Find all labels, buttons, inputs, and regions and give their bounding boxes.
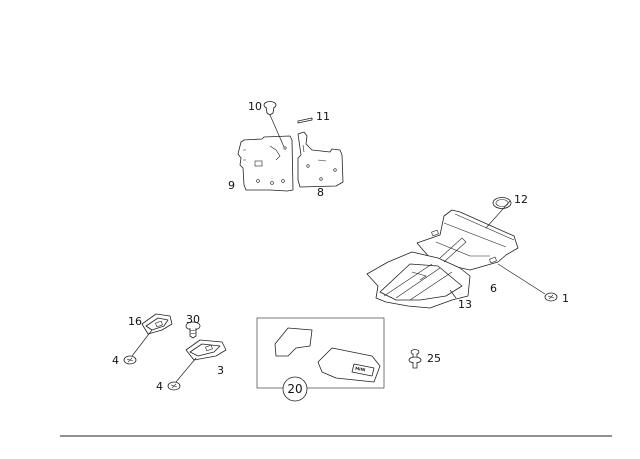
floor-mat-set-box: MINI [256,317,385,389]
callout-4-lower: 4 [156,380,163,393]
callout-16: 16 [128,315,142,328]
mat-logo-lettering: MINI [355,366,367,373]
callout-10: 10 [248,100,262,113]
leader-4-lower [175,357,197,383]
callout-11: 11 [316,110,330,123]
mounting-bracket-upper [141,313,173,335]
callout-12: 12 [514,193,528,206]
leader-1 [497,263,546,295]
rubber-plug-right [544,292,558,302]
callout-20: 20 [287,382,302,396]
leader-4-upper [131,329,153,357]
callout-30: 30 [186,313,200,326]
push-clip [263,101,277,116]
callout-4-upper: 4 [112,354,119,367]
mounting-bracket-lower [185,339,227,361]
leader-12 [485,200,511,229]
screw-fastener-30 [185,321,201,339]
callout-6: 6 [490,282,497,295]
retaining-pin [297,117,313,124]
floor-panel-front [366,237,471,309]
callout-9: 9 [228,179,235,192]
side-panel-left [237,135,294,192]
callout-circle-20 [282,376,308,402]
leader-10 [269,114,285,148]
rubber-plug-4-lower [167,381,181,391]
callout-1: 1 [562,292,569,305]
callout-13: 13 [458,298,472,311]
rubber-plug-4-upper [123,355,137,365]
callout-8: 8 [317,186,324,199]
callout-25: 25 [427,352,441,365]
bolt-25 [408,349,422,369]
leader-13 [449,289,457,299]
side-panel-right [297,131,344,188]
callout-3: 3 [217,364,224,377]
